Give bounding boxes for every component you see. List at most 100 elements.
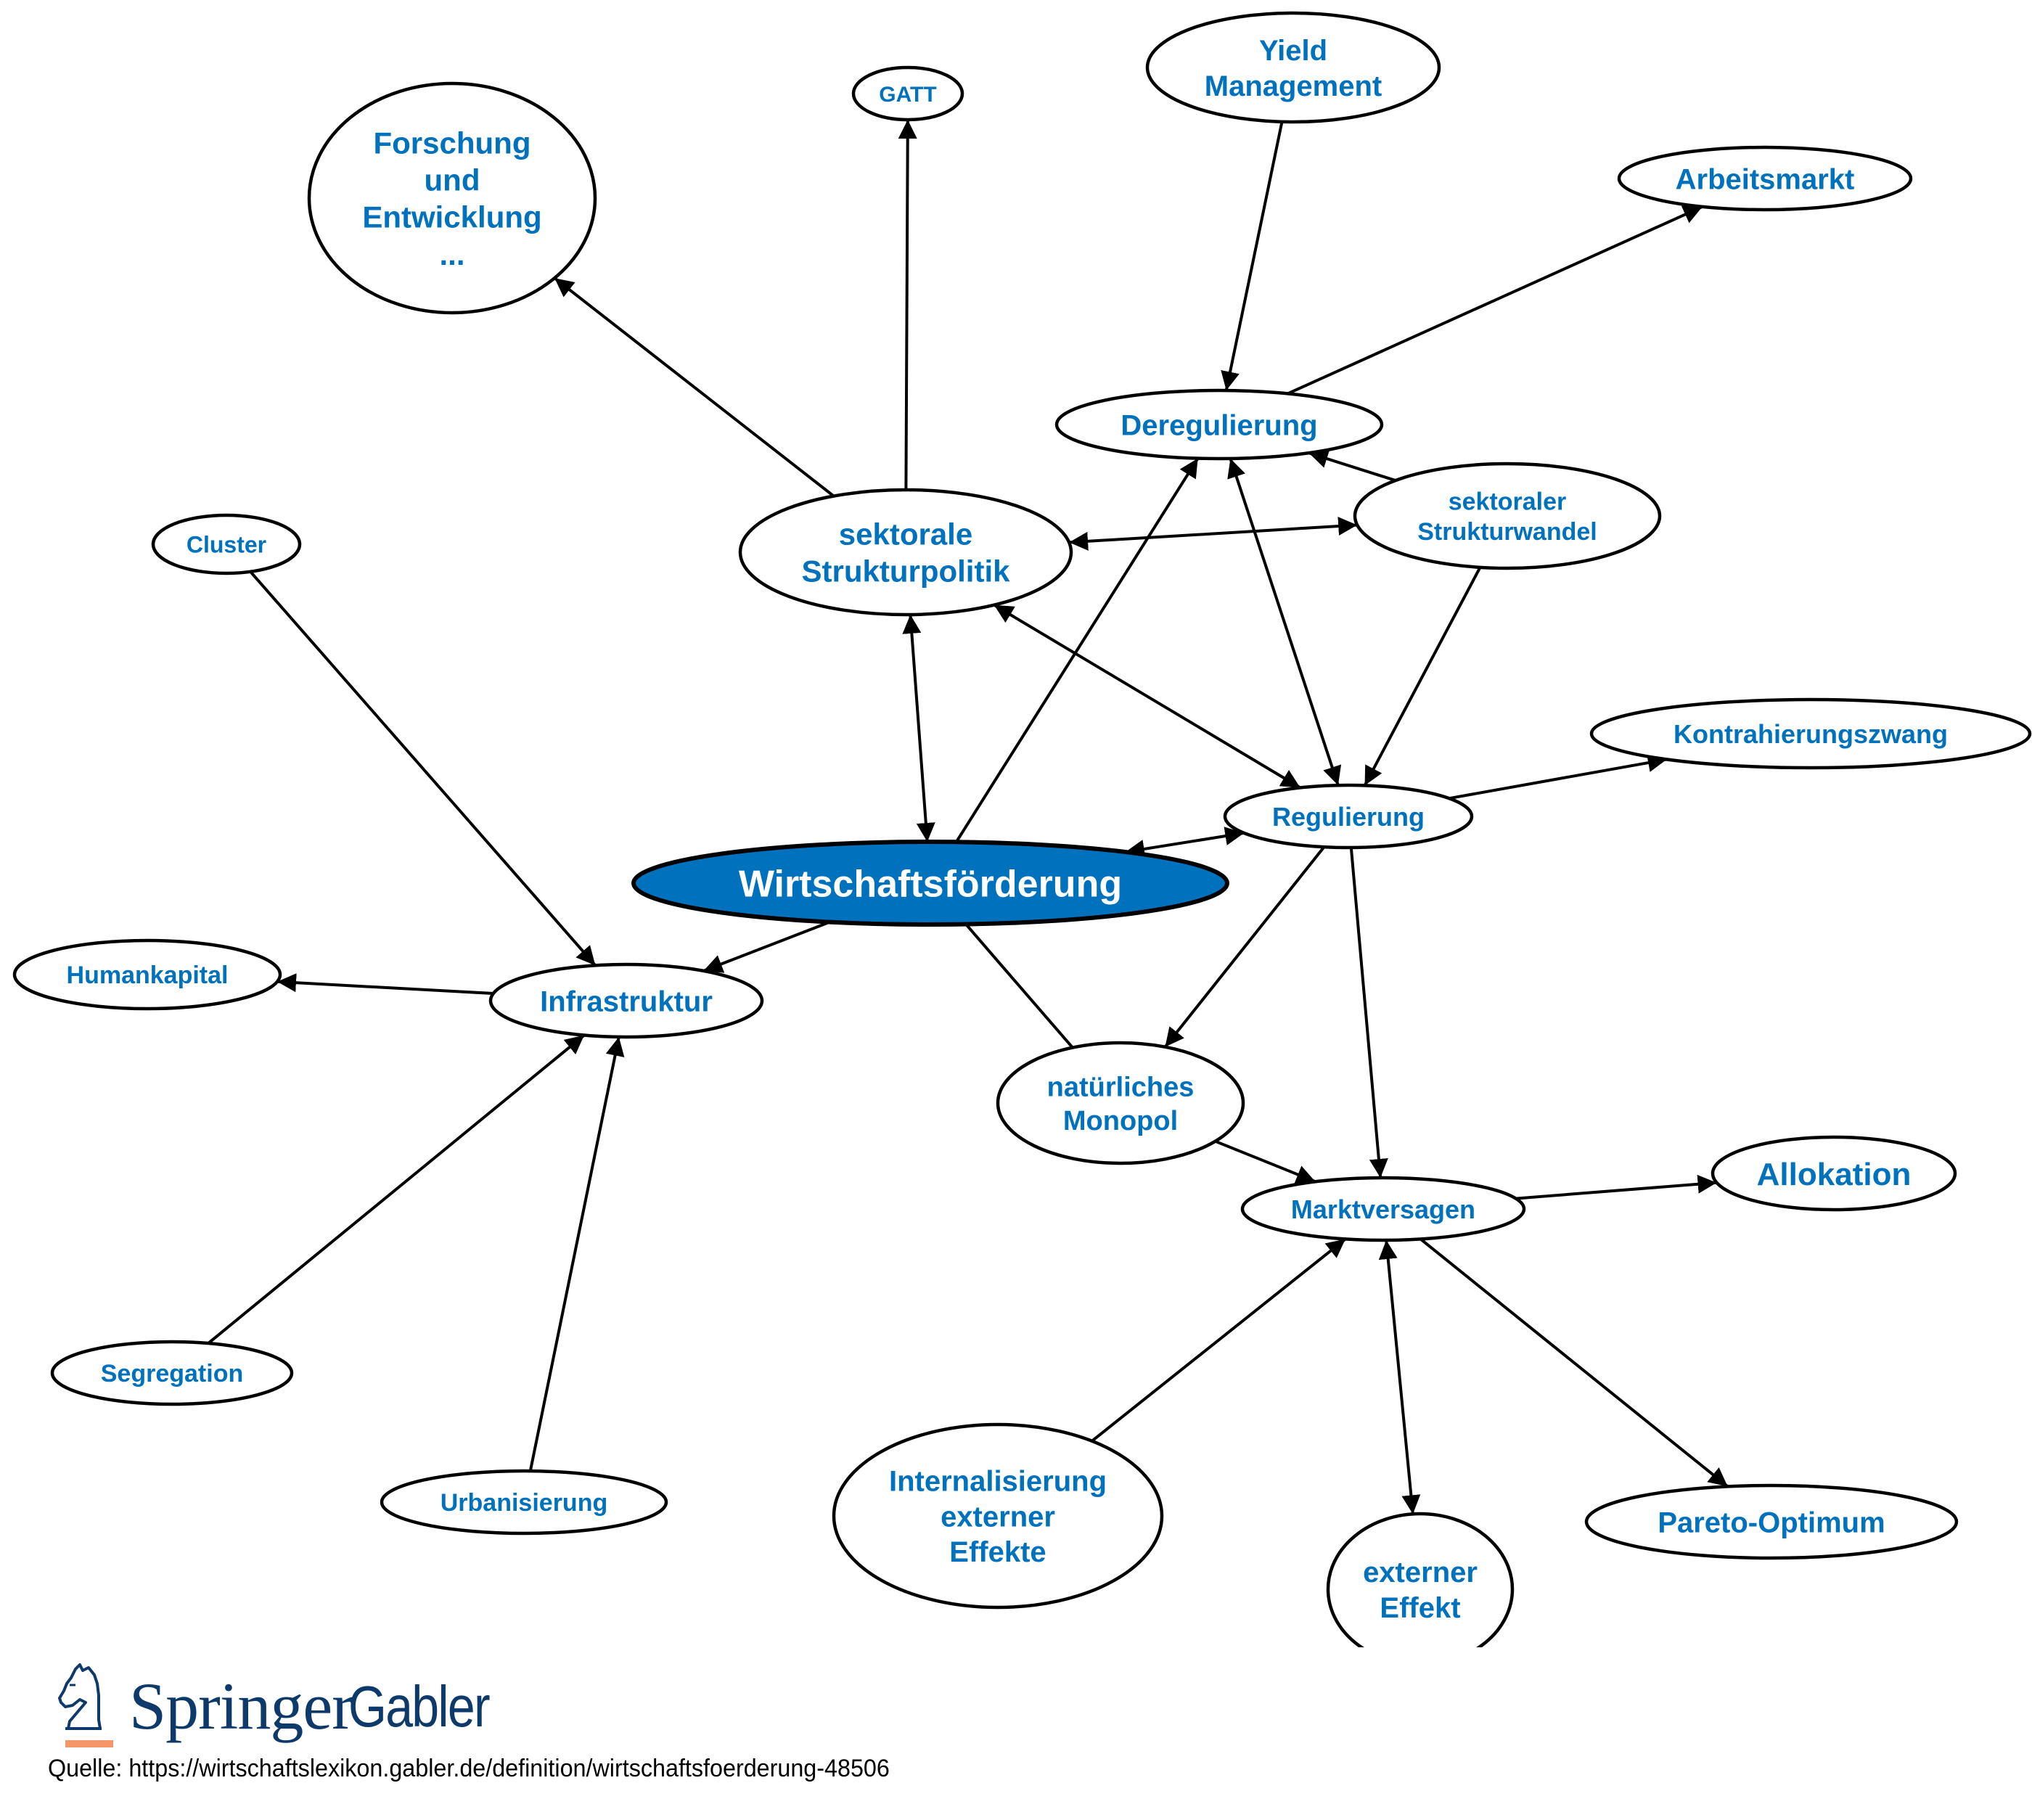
- node-label: Strukturwandel: [1417, 518, 1597, 546]
- node-wirtschaftsfoerderung[interactable]: Wirtschaftsförderung: [631, 840, 1229, 927]
- node-gatt[interactable]: GATT: [851, 65, 964, 122]
- node-marktversagen[interactable]: Marktversagen: [1240, 1176, 1526, 1242]
- node-ellipse[interactable]: [1589, 697, 2032, 770]
- knight-horse-icon: [58, 1663, 102, 1730]
- logo-imprint: Gabler: [348, 1674, 491, 1739]
- node-label: Yield: [1259, 35, 1327, 67]
- edges: [207, 119, 1729, 1514]
- node-label: Segregation: [101, 1360, 243, 1387]
- node-label: ...: [439, 237, 464, 271]
- logo-accent-bar: [65, 1740, 113, 1747]
- node-ellipse[interactable]: [1617, 145, 1913, 212]
- node-ellipse[interactable]: [1353, 462, 1662, 570]
- node-arbeitsmarkt[interactable]: Arbeitsmarkt: [1617, 145, 1913, 212]
- node-label: Effekte: [949, 1536, 1046, 1568]
- edge-strukturwandel-to-deregulierung: [1308, 449, 1396, 482]
- node-label: Allokation: [1757, 1157, 1912, 1192]
- edge-marktversagen-to-pareto: [1419, 1237, 1729, 1488]
- node-label: Kontrahierungszwang: [1673, 719, 1948, 749]
- node-label: Marktversagen: [1291, 1194, 1475, 1224]
- edge-marktversagen-to-externer_effekt: [1378, 1239, 1421, 1514]
- edge-strukturpolitik-to-forschung: [553, 276, 835, 498]
- node-ellipse[interactable]: [631, 840, 1229, 927]
- node-label: und: [425, 163, 480, 197]
- node-label: Strukturpolitik: [801, 554, 1010, 589]
- node-allokation[interactable]: Allokation: [1711, 1135, 1957, 1212]
- node-ellipse[interactable]: [1145, 11, 1441, 124]
- node-label: sektorale: [839, 517, 972, 552]
- edge-regulierung-to-kontrahierungszwang: [1449, 753, 1668, 800]
- springer-gabler-logo: Springer Gabler: [44, 1662, 523, 1756]
- node-ellipse[interactable]: [851, 65, 964, 122]
- node-label: natürliches: [1047, 1073, 1195, 1103]
- edge-monopol-to-marktversagen: [1214, 1139, 1316, 1184]
- node-label: Humankapital: [67, 962, 229, 989]
- edge-cluster-to-infrastruktur: [249, 570, 597, 967]
- edge-regulierung-to-monopol: [1163, 845, 1326, 1048]
- node-ellipse[interactable]: [380, 1469, 668, 1536]
- node-ellipse[interactable]: [151, 513, 302, 575]
- edge-infrastruktur-to-humankapital: [276, 973, 493, 996]
- node-label: Arbeitsmarkt: [1676, 163, 1855, 195]
- edge-deregulierung-to-arbeitsmarkt: [1287, 205, 1703, 395]
- node-forschung[interactable]: ForschungundEntwicklung...: [307, 81, 597, 315]
- node-ellipse[interactable]: [12, 938, 282, 1011]
- node-label: Effekt: [1380, 1592, 1460, 1624]
- node-label: Wirtschaftsförderung: [739, 864, 1122, 906]
- node-label: Internalisierung: [889, 1466, 1107, 1498]
- node-ellipse[interactable]: [738, 488, 1073, 617]
- concept-map: WirtschaftsförderungGATTYieldManagementF…: [12, 11, 2032, 1647]
- node-humankapital[interactable]: Humankapital: [12, 938, 282, 1011]
- node-ellipse[interactable]: [488, 962, 764, 1039]
- edge-marktversagen-to-allokation: [1515, 1174, 1717, 1200]
- edge-strukturpolitik-to-gatt: [898, 119, 917, 491]
- node-label: Entwicklung: [362, 200, 541, 234]
- node-ellipse[interactable]: [1240, 1176, 1526, 1242]
- node-urbanisierung[interactable]: Urbanisierung: [380, 1469, 668, 1536]
- node-segregation[interactable]: Segregation: [50, 1340, 294, 1406]
- source-citation: Quelle: https://wirtschaftslexikon.gable…: [48, 1755, 890, 1782]
- edge-wirtschaftsfoerderung-to-infrastruktur: [702, 920, 831, 973]
- node-ellipse[interactable]: [1584, 1483, 1959, 1560]
- logo-brand: Springer: [129, 1669, 354, 1743]
- edge-wirtschaftsfoerderung-to-regulierung: [1125, 827, 1245, 858]
- node-label: Cluster: [187, 532, 266, 558]
- edge-wirtschaftsfoerderung-to-monopol: [964, 923, 1074, 1049]
- node-infrastruktur[interactable]: Infrastruktur: [488, 962, 764, 1039]
- node-label: Infrastruktur: [540, 985, 713, 1017]
- node-kontrahierungszwang[interactable]: Kontrahierungszwang: [1589, 697, 2032, 770]
- node-ellipse[interactable]: [307, 81, 597, 315]
- node-ellipse[interactable]: [1326, 1512, 1515, 1647]
- node-ellipse[interactable]: [50, 1340, 294, 1406]
- edge-strukturpolitik-to-wirtschaftsfoerderung: [902, 614, 935, 843]
- node-label: Urbanisierung: [441, 1489, 607, 1517]
- node-label: Monopol: [1063, 1106, 1178, 1136]
- node-label: externer: [941, 1501, 1055, 1533]
- edge-segregation-to-infrastruktur: [207, 1033, 586, 1345]
- node-pareto[interactable]: Pareto-Optimum: [1584, 1483, 1959, 1560]
- edge-strukturwandel-to-regulierung: [1363, 566, 1482, 787]
- edge-urbanisierung-to-infrastruktur: [528, 1036, 625, 1472]
- node-regulierung[interactable]: Regulierung: [1223, 783, 1474, 850]
- node-ellipse[interactable]: [1711, 1135, 1957, 1212]
- node-ellipse[interactable]: [1054, 388, 1384, 461]
- node-ellipse[interactable]: [1223, 783, 1474, 850]
- node-deregulierung[interactable]: Deregulierung: [1054, 388, 1384, 461]
- node-ellipse[interactable]: [832, 1422, 1164, 1610]
- node-ellipse[interactable]: [996, 1041, 1245, 1165]
- edge-strukturpolitik-to-regulierung: [993, 603, 1301, 790]
- node-label: externer: [1363, 1557, 1478, 1589]
- node-cluster[interactable]: Cluster: [151, 513, 302, 575]
- edge-yield-to-deregulierung: [1221, 121, 1284, 391]
- node-label: Deregulierung: [1121, 409, 1317, 441]
- edge-internalisierung-to-marktversagen: [1091, 1237, 1347, 1443]
- node-label: GATT: [879, 83, 936, 107]
- node-label: Management: [1205, 70, 1382, 102]
- edge-deregulierung-to-regulierung: [1227, 458, 1342, 786]
